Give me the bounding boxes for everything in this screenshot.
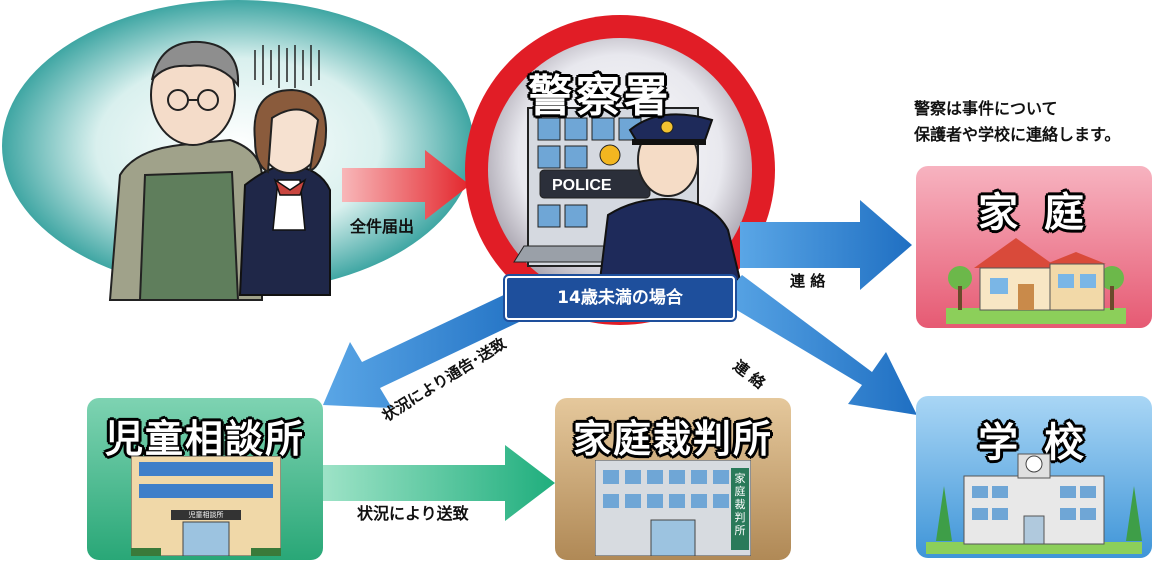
contact-school-arrow (720, 275, 917, 415)
school-box: 学 校 (916, 396, 1152, 558)
contact-home-label: 連 絡 (790, 272, 826, 290)
note-line-1: 警察は事件について (914, 99, 1058, 118)
father-figure (108, 40, 263, 301)
family-court-building-icon (595, 460, 751, 556)
home-title: 家 庭 (978, 190, 1090, 236)
under-14-badge: 14歳未満の場合 (505, 276, 735, 320)
child-consultation-box: 児童相談所 児童相談所 (87, 398, 323, 560)
report-label: 全件届出 (350, 217, 415, 236)
note-line-2: 保護者や学校に連絡します。 (914, 125, 1121, 144)
send-arrow (322, 445, 555, 521)
daughter-figure (238, 45, 331, 296)
school-building-icon (926, 453, 1142, 554)
send-label: 状況により送致 (357, 504, 469, 523)
police-officer (598, 113, 742, 281)
home-box: 家 庭 (916, 166, 1152, 328)
child-consultation-title: 児童相談所 (104, 417, 305, 461)
police-note: 警察は事件について 保護者や学校に連絡します。 (914, 96, 1120, 148)
child-consultation-sign: 児童相談所 (188, 511, 224, 519)
police-station-title: 警察署 (528, 71, 672, 122)
report-arrow (342, 150, 470, 220)
contact-home-arrow (740, 200, 912, 290)
family-court-sign: 家庭裁判所 (734, 472, 746, 537)
police-sign: POLICE (552, 177, 612, 194)
house-icon (946, 238, 1126, 324)
family-court-title: 家庭裁判所 (572, 417, 773, 461)
family-court-box: 家庭裁判所 家庭裁判所 (555, 398, 791, 560)
notify-arrow (323, 285, 540, 408)
child-consultation-building-icon (131, 456, 281, 556)
